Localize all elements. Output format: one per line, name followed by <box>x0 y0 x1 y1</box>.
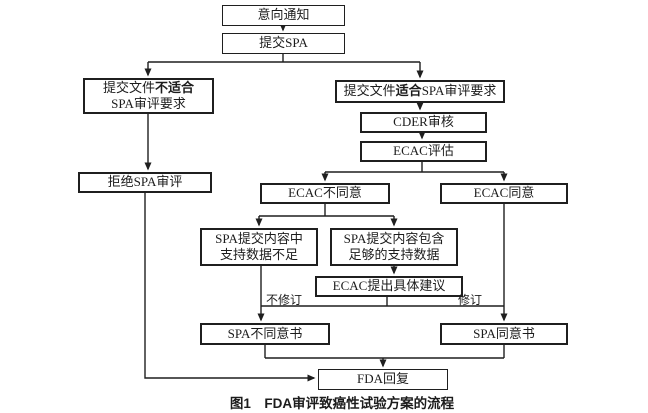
node-label-line1: 提交文件不适合 <box>102 79 195 95</box>
node-reject-spa-review: 拒绝SPA审评 <box>78 172 212 193</box>
node-sufficient-data: SPA提交内容包含 足够的支持数据 <box>330 228 458 266</box>
node-label: SPA同意书 <box>473 325 535 341</box>
node-spa-agreement-letter: SPA同意书 <box>440 323 568 345</box>
node-spa-disagreement-letter: SPA不同意书 <box>200 323 330 345</box>
node-label: CDER审核 <box>393 114 454 130</box>
node-ecac-disagree: ECAC不同意 <box>260 183 390 204</box>
node-ecac-evaluation: ECAC评估 <box>360 141 487 162</box>
node-label-line2: 足够的支持数据 <box>348 247 440 262</box>
node-label: ECAC提出具体建议 <box>332 278 446 294</box>
node-docs-unsuitable: 提交文件不适合 SPA审评要求 <box>83 78 214 114</box>
node-label: 拒绝SPA审评 <box>107 174 183 190</box>
node-ecac-agree: ECAC同意 <box>440 183 568 204</box>
node-label: 提交SPA <box>259 35 308 51</box>
node-label: ECAC不同意 <box>288 185 362 201</box>
node-label-line1: SPA提交内容包含 <box>343 230 445 246</box>
node-cder-review: CDER审核 <box>360 112 487 133</box>
node-label: ECAC同意 <box>473 185 535 201</box>
node-label: FDA回复 <box>356 371 409 387</box>
node-label-line2: 支持数据不足 <box>219 247 298 262</box>
figure-caption: 图1 FDA审评致癌性试验方案的流程 <box>229 396 455 411</box>
node-label: 提交文件适合SPA审评要求 <box>343 83 497 99</box>
node-intent-notice: 意向通知 <box>222 5 345 26</box>
edge-label-no-revision: 不修订 <box>266 293 303 307</box>
node-label: 意向通知 <box>257 7 310 23</box>
node-label: SPA不同意书 <box>227 325 303 341</box>
node-label: ECAC评估 <box>393 143 454 159</box>
node-insufficient-data: SPA提交内容中 支持数据不足 <box>200 228 318 266</box>
node-docs-suitable: 提交文件适合SPA审评要求 <box>335 80 505 103</box>
node-label-line1: SPA提交内容中 <box>215 230 303 246</box>
edge-label-revision: 修订 <box>458 293 483 307</box>
node-submit-spa: 提交SPA <box>222 33 345 54</box>
node-ecac-suggestions: ECAC提出具体建议 <box>315 276 463 297</box>
node-fda-reply: FDA回复 <box>318 369 448 390</box>
node-label-line2: SPA审评要求 <box>111 96 186 111</box>
